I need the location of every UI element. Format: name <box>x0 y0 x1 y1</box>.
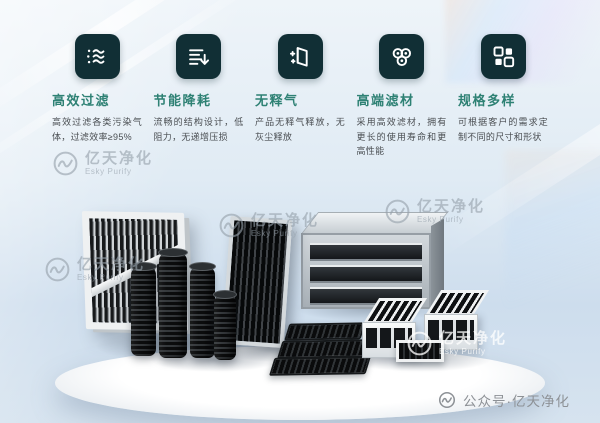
feature-card-media: 高端滤材 采用高效滤材，拥有更长的使用寿命和更高性能 <box>357 34 447 159</box>
dark-v-bank-filter-image <box>396 340 444 362</box>
wechat-account-label: 公众号·亿天净化 <box>463 394 570 409</box>
v-bank-pleats <box>362 298 428 324</box>
flat-filter-slab-image <box>284 322 366 341</box>
cabinet-slot <box>310 243 422 261</box>
feature-desc: 产品无释气释放，无灰尘释放 <box>255 117 345 142</box>
carbon-cylinder-filter-image <box>158 248 188 358</box>
feature-icon-badge <box>379 34 424 79</box>
energy-saving-icon <box>189 49 210 65</box>
feature-title: 高端滤材 <box>356 93 415 108</box>
feature-icon-badge <box>74 34 120 79</box>
feature-title: 节能降耗 <box>153 93 212 108</box>
feature-title: 高效过滤 <box>52 93 111 108</box>
feature-row: 高效过滤 高效过滤各类污染气体，过滤效率≥95% 节能降耗 流畅的结构设计，低阻… <box>0 34 600 159</box>
premium-filter-media-icon <box>392 48 412 67</box>
v-bank-pleats <box>424 290 490 316</box>
no-offgas-icon <box>289 47 308 67</box>
feature-icon-badge <box>480 34 526 79</box>
feature-card-filtration: 高效过滤 高效过滤各类污染气体，过滤效率≥95% <box>52 34 142 159</box>
feature-desc: 流畅的结构设计，低阻力，无递增压损 <box>153 117 244 142</box>
feature-card-energy: 节能降耗 流畅的结构设计，低阻力，无递增压损 <box>154 34 244 159</box>
cabinet-slot <box>310 265 422 283</box>
feature-card-sizes: 规格多样 可根据客户的需求定制不同的尺寸和形状 <box>458 34 548 159</box>
carbon-cylinder-filter-image <box>130 262 157 356</box>
feature-icon-badge <box>176 34 221 79</box>
multiple-sizes-icon <box>493 46 514 68</box>
feature-title: 无释气 <box>255 93 299 108</box>
carbon-cylinder-filter-image <box>189 262 216 358</box>
air-filtration-icon <box>86 49 104 64</box>
stainless-filter-cabinet-image <box>301 233 431 309</box>
stainless-cabinet-top-face <box>301 212 449 234</box>
feature-title: 规格多样 <box>458 93 517 108</box>
wechat-account-footer: 公众号·亿天净化 <box>438 390 570 410</box>
carbon-cylinder-filter-image <box>213 290 237 360</box>
feature-icon-badge <box>277 34 323 79</box>
feature-desc: 可根据客户的需求定制不同的尺寸和形状 <box>458 117 548 142</box>
feature-card-no-offgas: 无释气 产品无释气释放，无灰尘释放 <box>255 34 345 159</box>
flat-filter-slab-image <box>268 356 372 376</box>
brand-logo-icon <box>438 391 456 409</box>
feature-desc: 采用高效滤材，拥有更长的使用寿命和更高性能 <box>356 117 447 157</box>
feature-desc: 高效过滤各类污染气体，过滤效率≥95% <box>52 117 142 142</box>
